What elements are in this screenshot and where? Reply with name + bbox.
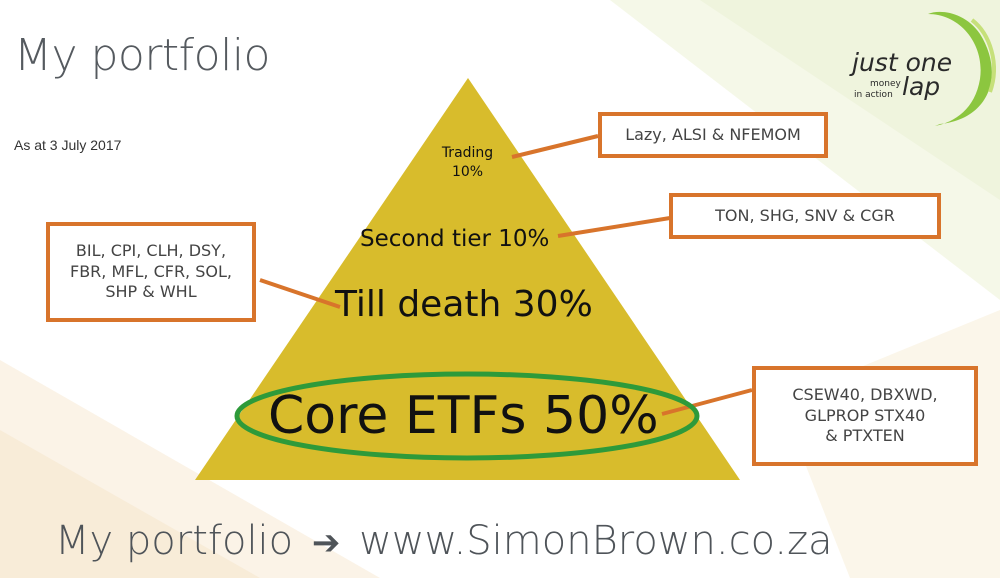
footer: My portfolio ➔ www.SimonBrown.co.za: [55, 518, 833, 564]
callout-trading: Lazy, ALSI & NFEMOM: [598, 112, 828, 158]
just-one-lap-logo: just one lap money in action: [840, 4, 1000, 129]
callout-line: BIL, CPI, CLH, DSY,: [75, 240, 227, 260]
arrow-right-icon: ➔: [311, 523, 341, 563]
connector-trading: [511, 134, 599, 159]
tier-trading-pct: 10%: [451, 164, 484, 180]
logo-line2: lap: [902, 72, 941, 101]
logo-tagline2: in action: [854, 90, 893, 100]
pyramid-shape: [195, 78, 740, 480]
callout-line: Lazy, ALSI & NFEMOM: [625, 124, 801, 144]
page-title: My portfolio: [14, 30, 270, 81]
tier-second-label: Second tier 10%: [360, 226, 550, 252]
callout-line: TON, SHG, SNV & CGR: [715, 205, 895, 225]
callout-line: CSEW40, DBXWD,: [792, 384, 938, 404]
as-at-date: As at 3 July 2017: [14, 137, 122, 153]
connector-core: [661, 388, 753, 416]
callout-line: & PTXTEN: [825, 426, 905, 446]
callout-core: CSEW40, DBXWD, GLPROP STX40 & PTXTEN: [752, 366, 978, 466]
footer-text: My portfolio: [55, 518, 294, 564]
logo-tagline1: money: [870, 79, 901, 89]
core-highlight-ellipse: [234, 371, 700, 461]
tier-core-label: Core ETFs 50%: [268, 386, 659, 446]
callout-line: GLPROP STX40: [804, 405, 926, 425]
callout-second-tier: TON, SHG, SNV & CGR: [669, 193, 941, 239]
connector-till-death: [259, 278, 341, 309]
tier-trading-label: Trading: [441, 145, 494, 161]
logo-line1: just one: [852, 48, 953, 77]
callout-line: SHP & WHL: [105, 282, 197, 302]
tier-till-death-label: Till death 30%: [335, 284, 593, 325]
footer-url-link[interactable]: www.SimonBrown.co.za: [359, 518, 833, 564]
logo-swoosh-icon: [928, 11, 996, 127]
connector-second-tier: [557, 216, 671, 238]
callout-line: FBR, MFL, CFR, SOL,: [70, 261, 232, 281]
callout-till-death: BIL, CPI, CLH, DSY, FBR, MFL, CFR, SOL, …: [46, 222, 256, 322]
